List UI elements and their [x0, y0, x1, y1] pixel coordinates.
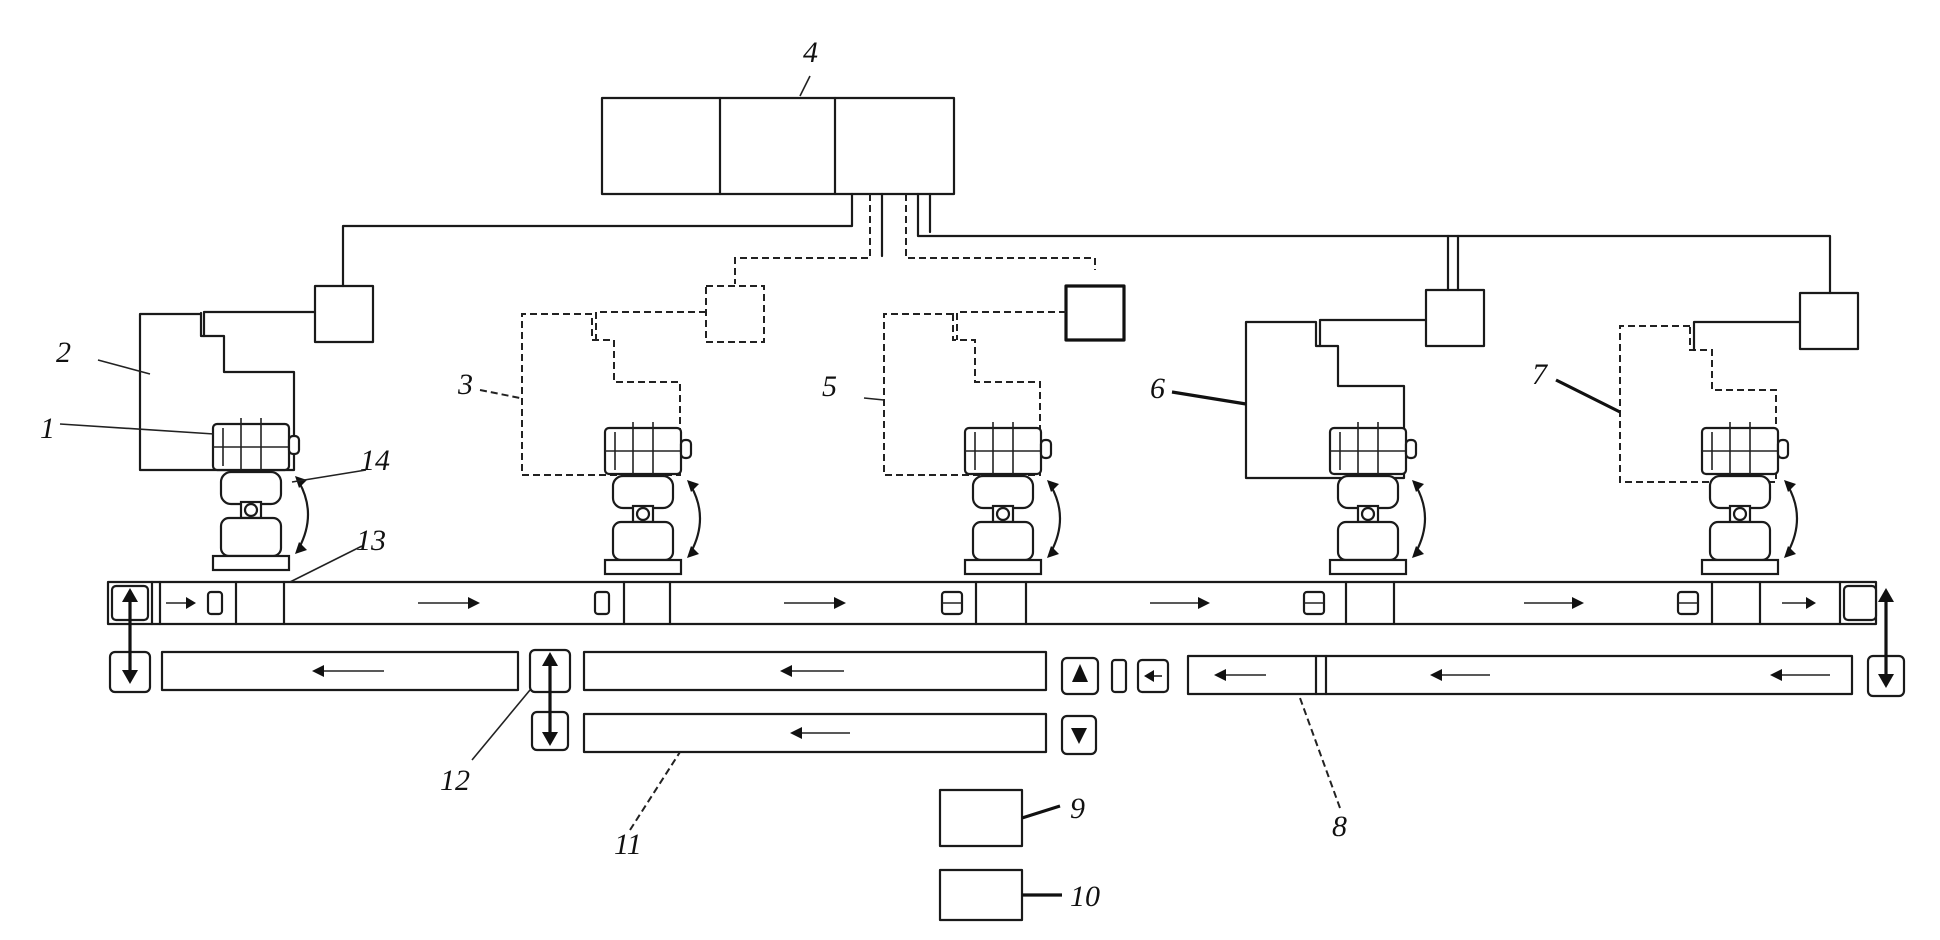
label-9: 9 — [1070, 792, 1085, 825]
machine-station-5 — [963, 420, 1062, 576]
station-7-enclosure — [1619, 320, 1802, 483]
controller-box-1 — [313, 284, 375, 344]
pallet-3 — [940, 590, 964, 616]
lift-right — [1842, 584, 1906, 698]
label-1: 1 — [40, 412, 55, 445]
controller-box-5 — [1064, 284, 1126, 342]
return-conveyor-upper — [160, 650, 1854, 696]
station-2-enclosure — [138, 310, 317, 472]
control-bus — [341, 192, 1832, 295]
lift-left — [108, 584, 152, 694]
label-2: 2 — [56, 336, 71, 369]
lift-middle — [1060, 656, 1170, 756]
label-14: 14 — [360, 444, 390, 477]
pallet-4 — [1302, 590, 1326, 616]
label-8: 8 — [1332, 810, 1347, 843]
storage-conveyor — [582, 712, 1048, 754]
controller-box-7 — [1798, 291, 1860, 351]
controller-box-6 — [1424, 288, 1486, 348]
label-4-leader — [799, 75, 811, 97]
label-4: 4 — [803, 36, 818, 69]
unit-10 — [938, 868, 1024, 922]
pallet-5 — [1676, 590, 1700, 616]
label-11: 11 — [614, 828, 642, 861]
station-6-enclosure — [1244, 318, 1428, 480]
station-3-enclosure — [521, 311, 706, 476]
station-5-enclosure — [883, 311, 1066, 476]
label-10: 10 — [1070, 880, 1100, 913]
label-5: 5 — [822, 370, 837, 403]
label-12: 12 — [440, 764, 470, 797]
controller-box-3 — [705, 285, 765, 343]
return-flow-arrows — [312, 665, 1830, 681]
unit-9 — [938, 788, 1024, 848]
label-6: 6 — [1150, 372, 1165, 405]
leader-lines — [59, 359, 1621, 897]
machine-station-6 — [1328, 420, 1427, 576]
forward-conveyor — [106, 580, 1878, 626]
pallet-2 — [593, 590, 611, 616]
machine-station-7 — [1700, 420, 1799, 576]
label-7: 7 — [1532, 358, 1549, 391]
machine-station-3 — [603, 420, 702, 576]
label-3: 3 — [457, 368, 473, 401]
lift-12 — [528, 648, 572, 752]
pallet-1 — [206, 590, 224, 616]
machine-station-2 — [211, 416, 310, 572]
label-13: 13 — [356, 524, 386, 557]
central-control-unit — [600, 96, 956, 196]
forward-flow-arrows — [166, 597, 1816, 609]
